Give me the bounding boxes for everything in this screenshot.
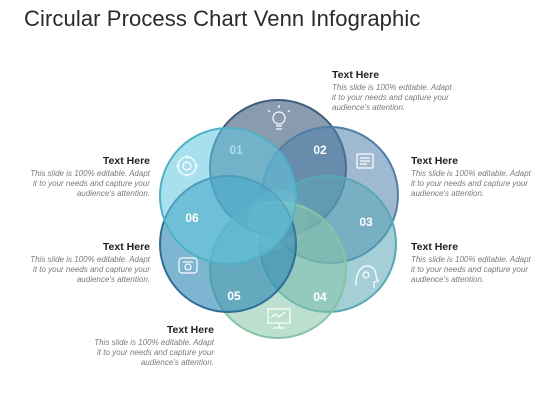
head-gears-icon: [355, 265, 379, 288]
circle-03-number: 03: [359, 215, 373, 229]
text-block-heading: Text Here: [102, 241, 150, 253]
circle-06-shape: [159, 127, 297, 265]
circle-04-number: 04: [313, 290, 327, 304]
text-block-heading: Text Here: [332, 69, 380, 81]
text-block-bottom: Text Here This slide is 100% editable. A…: [78, 324, 214, 368]
body-line: it to your needs and capture your: [411, 179, 528, 188]
money-bag-icon: [178, 257, 198, 274]
text-block-left-upper: Text Here This slide is 100% editable. A…: [14, 155, 150, 199]
body-line: This slide is 100% editable. Adapt: [411, 255, 531, 264]
presentation-board-icon: [267, 308, 291, 329]
text-block-body: This slide is 100% editable. Adapt it to…: [411, 169, 551, 199]
text-block-heading: Text Here: [411, 155, 459, 167]
body-line: it to your needs and capture your: [33, 179, 150, 188]
text-block-body: This slide is 100% editable. Adapt it to…: [78, 338, 214, 368]
body-line: This slide is 100% editable. Adapt: [30, 169, 150, 178]
text-block-heading: Text Here: [102, 155, 150, 167]
text-block-heading: Text Here: [411, 241, 459, 253]
center-overlap: [248, 190, 308, 250]
body-line: audience's attention.: [76, 275, 150, 284]
body-line: This slide is 100% editable. Adapt: [94, 338, 214, 347]
body-line: audience's attention.: [411, 189, 485, 198]
venn-circle-06: 06: [159, 127, 297, 265]
body-line: it to your needs and capture your: [97, 348, 214, 357]
body-line: it to your needs and capture your: [332, 93, 449, 102]
body-line: audience's attention.: [76, 189, 150, 198]
text-block-left-lower: Text Here This slide is 100% editable. A…: [14, 241, 150, 285]
text-block-heading: Text Here: [166, 324, 214, 336]
text-block-body: This slide is 100% editable. Adapt it to…: [332, 83, 472, 113]
circle-05-number: 05: [227, 289, 241, 303]
body-line: it to your needs and capture your: [411, 265, 528, 274]
circular-arrows-icon: [176, 155, 198, 177]
body-line: audience's attention.: [332, 103, 406, 112]
body-line: This slide is 100% editable. Adapt: [411, 169, 531, 178]
text-block-body: This slide is 100% editable. Adapt it to…: [411, 255, 551, 285]
text-block-top: Text Here This slide is 100% editable. A…: [332, 69, 472, 113]
body-line: it to your needs and capture your: [33, 265, 150, 274]
text-block-right-lower: Text Here This slide is 100% editable. A…: [411, 241, 551, 285]
body-line: audience's attention.: [140, 358, 214, 367]
text-block-body: This slide is 100% editable. Adapt it to…: [14, 255, 150, 285]
body-line: audience's attention.: [411, 275, 485, 284]
circle-02-number: 02: [313, 143, 327, 157]
body-line: This slide is 100% editable. Adapt: [332, 83, 452, 92]
body-line: This slide is 100% editable. Adapt: [30, 255, 150, 264]
document-list-icon: [356, 153, 374, 169]
lightbulb-icon: [267, 105, 291, 130]
page-title: Circular Process Chart Venn Infographic: [24, 6, 421, 31]
circle-06-number: 06: [185, 211, 199, 225]
text-block-body: This slide is 100% editable. Adapt it to…: [14, 169, 150, 199]
text-block-right-upper: Text Here This slide is 100% editable. A…: [411, 155, 551, 199]
